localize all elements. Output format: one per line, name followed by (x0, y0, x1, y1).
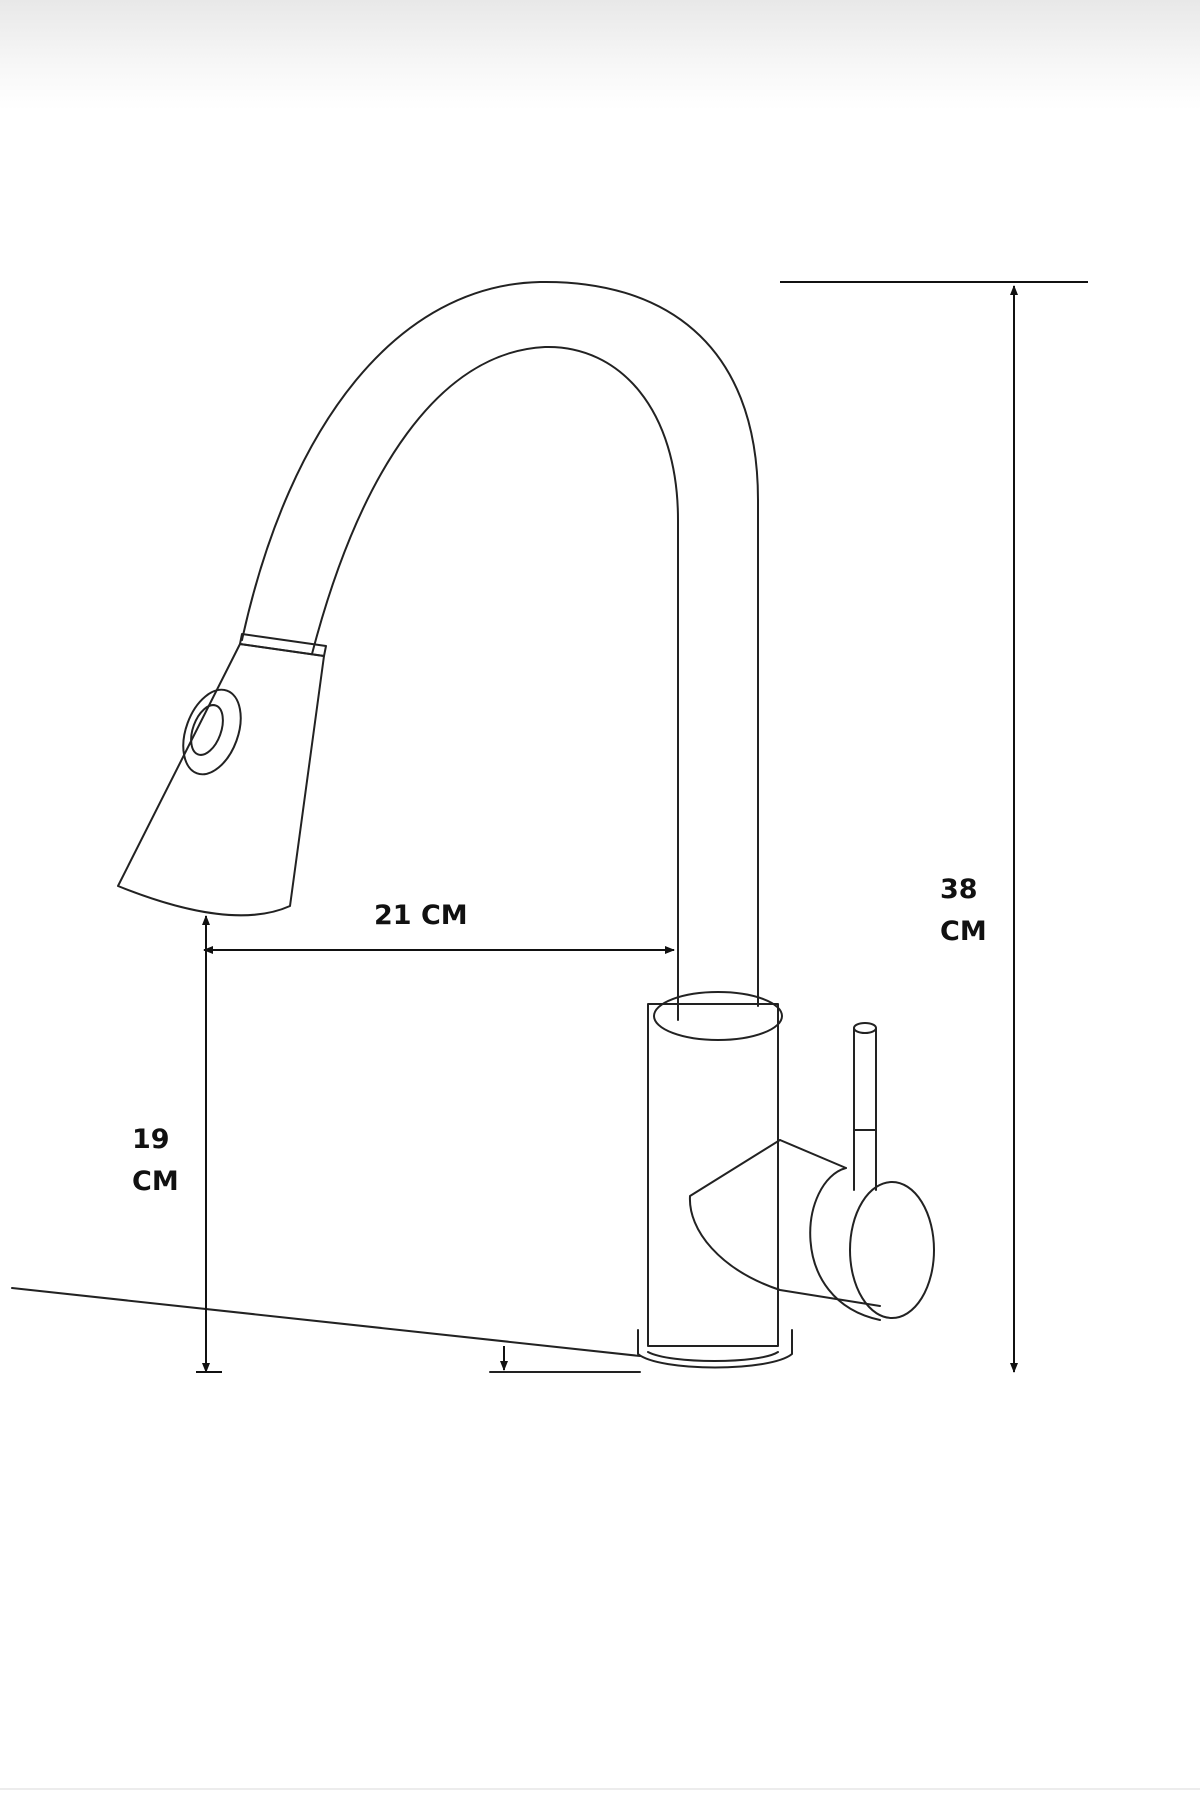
spout-height-unit-label: CM (132, 1166, 179, 1197)
countertop-line (11, 1287, 641, 1357)
reach-label: 21 CM (374, 900, 468, 931)
top-status-shade (0, 0, 1200, 110)
spray-head (117, 643, 325, 917)
handle-top-edge (779, 1139, 847, 1169)
handle-cap-side (809, 1167, 881, 1321)
faucet-body (647, 1003, 779, 1347)
total-height-value-label: 38 (940, 874, 978, 905)
spout-inner-contour (311, 345, 679, 1021)
spray-button-inner (190, 704, 224, 756)
handle-lever (688, 1139, 881, 1307)
body-base-rim (647, 1351, 779, 1362)
spray-button-outer (182, 688, 242, 776)
spout-outer-contour (241, 280, 759, 1007)
spout-height-value-label: 19 (132, 1124, 170, 1155)
total-height-unit-label: CM (940, 916, 987, 947)
handle-cap (849, 1181, 935, 1319)
bottom-divider (0, 1788, 1200, 1790)
handle-rod (853, 1027, 877, 1191)
body-top-collar (653, 991, 783, 1041)
body-base (637, 1329, 793, 1369)
handle-rod-top (853, 1022, 877, 1034)
